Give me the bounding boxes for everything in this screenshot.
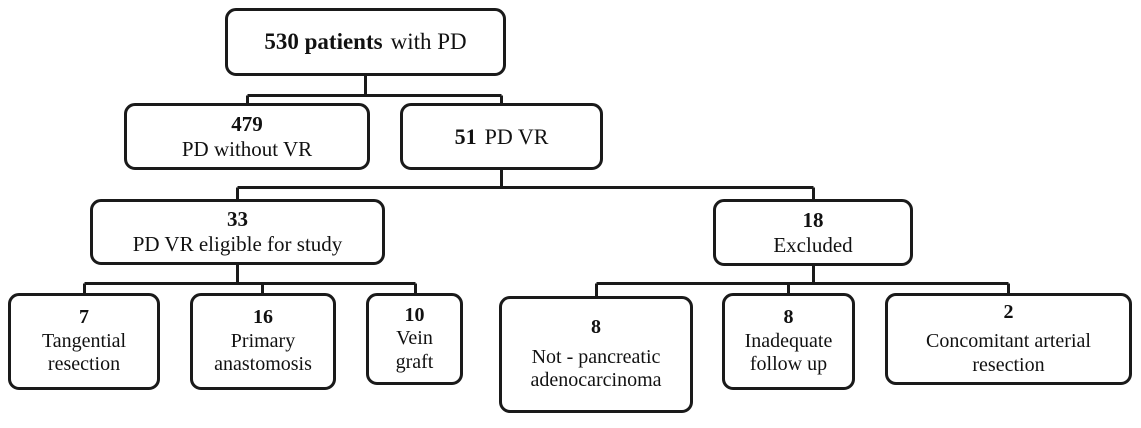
node-count: 33 <box>227 207 248 232</box>
node-count: 2 <box>1003 300 1014 323</box>
node-count: 8 <box>591 316 601 339</box>
node-count: 530 patients <box>264 29 383 55</box>
node-7-tangential-resection: 7 Tangential resection <box>8 293 160 390</box>
node-label: Vein graft <box>395 327 434 373</box>
node-10-vein-graft: 10 Vein graft <box>366 293 463 385</box>
node-label: Concomitant arterial resection <box>926 330 1091 376</box>
node-count: 18 <box>802 207 824 232</box>
connector-pdvr-to-level3 <box>236 168 815 201</box>
node-18-excluded: 18 Excluded <box>713 199 913 266</box>
node-2-concomitant-arterial-resection: 2 Concomitant arterial resection <box>885 293 1132 385</box>
node-label: Excluded <box>773 232 853 257</box>
node-count: 16 <box>253 306 273 329</box>
node-51-pd-vr: 51 PD VR <box>400 103 603 170</box>
node-label: Inadequate follow up <box>744 329 833 376</box>
connector-excluded-to-level4 <box>595 264 1010 298</box>
node-479-pd-without-vr: 479 PD without VR <box>124 103 370 170</box>
node-label: Not - pancreatic adenocarcinoma <box>530 345 662 392</box>
node-count: 7 <box>79 306 89 329</box>
node-label: PD VR eligible for study <box>132 232 343 256</box>
node-count: 51 <box>454 123 477 149</box>
node-8-not-pancreatic-adenocarcinoma: 8 Not - pancreatic adenocarcinoma <box>499 296 693 413</box>
node-33-pd-vr-eligible-for-study: 33 PD VR eligible for study <box>90 199 385 265</box>
node-label: Tangential resection <box>41 329 127 376</box>
node-label: PD without VR <box>181 136 313 161</box>
node-label: Primary anastomosis <box>214 329 312 376</box>
node-count: 10 <box>404 303 425 326</box>
node-530-patients-with-pd: 530 patients with PD <box>225 8 506 76</box>
node-count: 8 <box>783 306 794 329</box>
node-label: with PD <box>390 29 467 55</box>
node-8-inadequate-follow-up: 8 Inadequate follow up <box>722 293 855 390</box>
node-label: PD VR <box>484 123 549 149</box>
node-16-primary-anastomosis: 16 Primary anastomosis <box>190 293 336 390</box>
connector-eligible-to-level4 <box>83 263 417 295</box>
connector-root-to-level2 <box>246 74 503 105</box>
node-count: 479 <box>231 111 263 136</box>
